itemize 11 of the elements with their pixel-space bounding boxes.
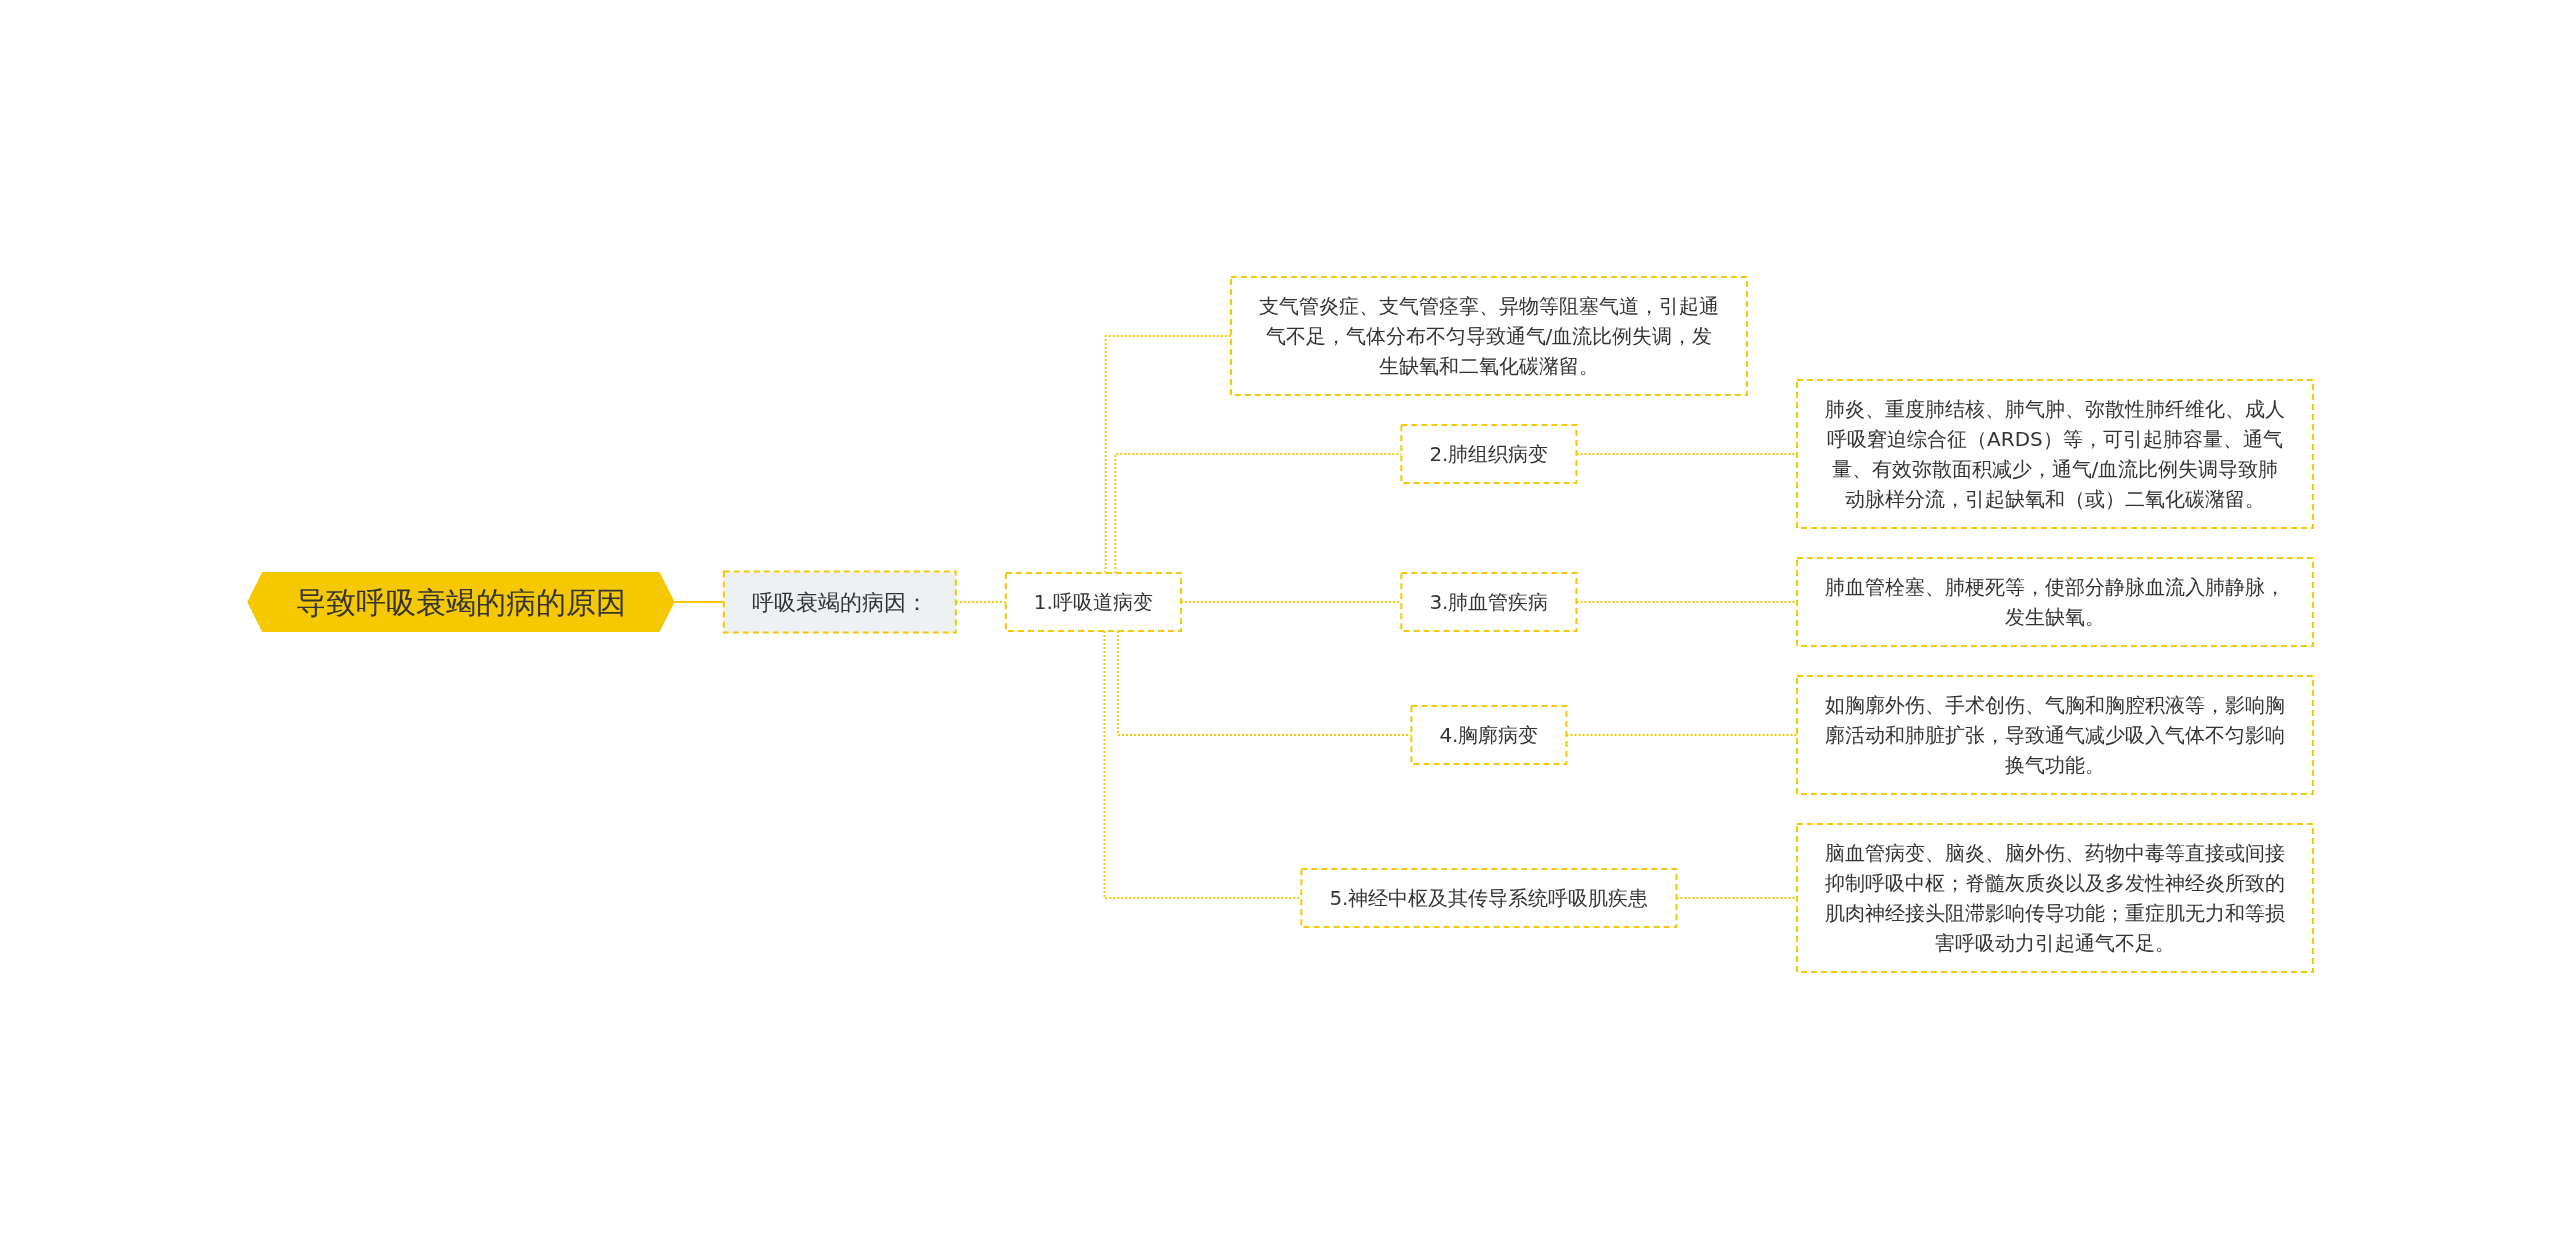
- node-box: 呼吸衰竭的病因：: [722, 570, 957, 634]
- node-box: 肺炎、重度肺结核、肺气肿、弥散性肺纤维化、成人呼吸窘迫综合征（ARDS）等，可引起肺容量、通气量、有效弥散面积减少，通气/血流比例失调导致肺动脉样分流，引起缺氧和（或）二氧化碳潴留。: [1795, 379, 2314, 529]
- node-box: 5.神经中枢及其传导系统呼吸肌疾患: [1299, 868, 1677, 928]
- node-box: 支气管炎症、支气管痉挛、异物等阻塞气道，引起通气不足，气体分布不匀导致通气/血流比例失调，发生缺氧和二氧化碳潴留。: [1229, 276, 1748, 396]
- node-box: 4.胸廓病变: [1409, 705, 1567, 765]
- node-box: 1.呼吸道病变: [1004, 572, 1182, 632]
- node-box: 2.肺组织病变: [1399, 424, 1577, 484]
- node-box: 如胸廓外伤、手术创伤、气胸和胸腔积液等，影响胸廓活动和肺脏扩张，导致通气减少吸入气体不匀影响换气功能。: [1795, 675, 2314, 795]
- node-box: 3.肺血管疾病: [1399, 572, 1577, 632]
- node-box: 肺血管栓塞、肺梗死等，使部分静脉血流入肺静脉，发生缺氧。: [1795, 557, 2314, 647]
- node-box: 脑血管病变、脑炎、脑外伤、药物中毒等直接或间接抑制呼吸中枢；脊髓灰质炎以及多发性神经炎所致的肌肉神经接头阻滞影响传导功能；重症肌无力和等损害呼吸动力引起通气不足。: [1795, 823, 2314, 973]
